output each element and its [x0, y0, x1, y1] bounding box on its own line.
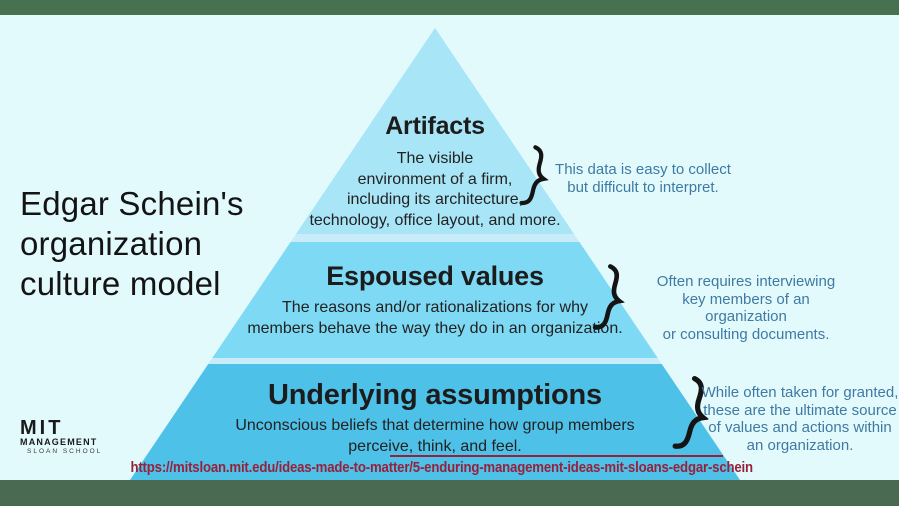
level-description-espoused-values: The reasons and/or rationalizations for … [247, 299, 623, 337]
level-heading-artifacts: Artifacts [385, 112, 485, 140]
bottom-letterbox-bar [0, 480, 899, 506]
mit-sloan-logo: MIT MANAGEMENT SLOAN SCHOOL [20, 417, 103, 456]
top-letterbox-bar [0, 0, 899, 15]
curly-brace-icon [516, 144, 556, 210]
logo-sloan-school-text: SLOAN SCHOOL [27, 448, 103, 455]
source-url-link[interactable]: https://mitsloan.mit.edu/ideas-made-to-m… [130, 459, 753, 476]
pyramid-band-underlying-assumptions [130, 364, 740, 480]
level-heading-espoused-values: Espoused values [326, 261, 544, 291]
curly-brace-icon [589, 263, 633, 336]
annotation-underlying-assumptions: While often taken for granted, these are… [701, 384, 899, 454]
annotation-artifacts: This data is easy to collect but difficu… [555, 161, 731, 196]
page-title: Edgar Schein's organization culture mode… [20, 185, 244, 302]
annotation-espoused-values: Often requires interviewing key members … [656, 273, 836, 343]
level-description-underlying-assumptions: Unconscious beliefs that determine how g… [235, 417, 635, 455]
level-heading-underlying-assumptions: Underlying assumptions [268, 379, 602, 411]
level-description-artifacts: The visible environment of a firm, inclu… [309, 150, 561, 229]
logo-management-text: MANAGEMENT [20, 437, 98, 447]
curly-brace-icon [669, 374, 719, 455]
source-url-container: https://mitsloan.mit.edu/ideas-made-to-m… [88, 459, 768, 477]
logo-mit-text: MIT [20, 417, 64, 439]
url-rule-line [390, 455, 723, 457]
